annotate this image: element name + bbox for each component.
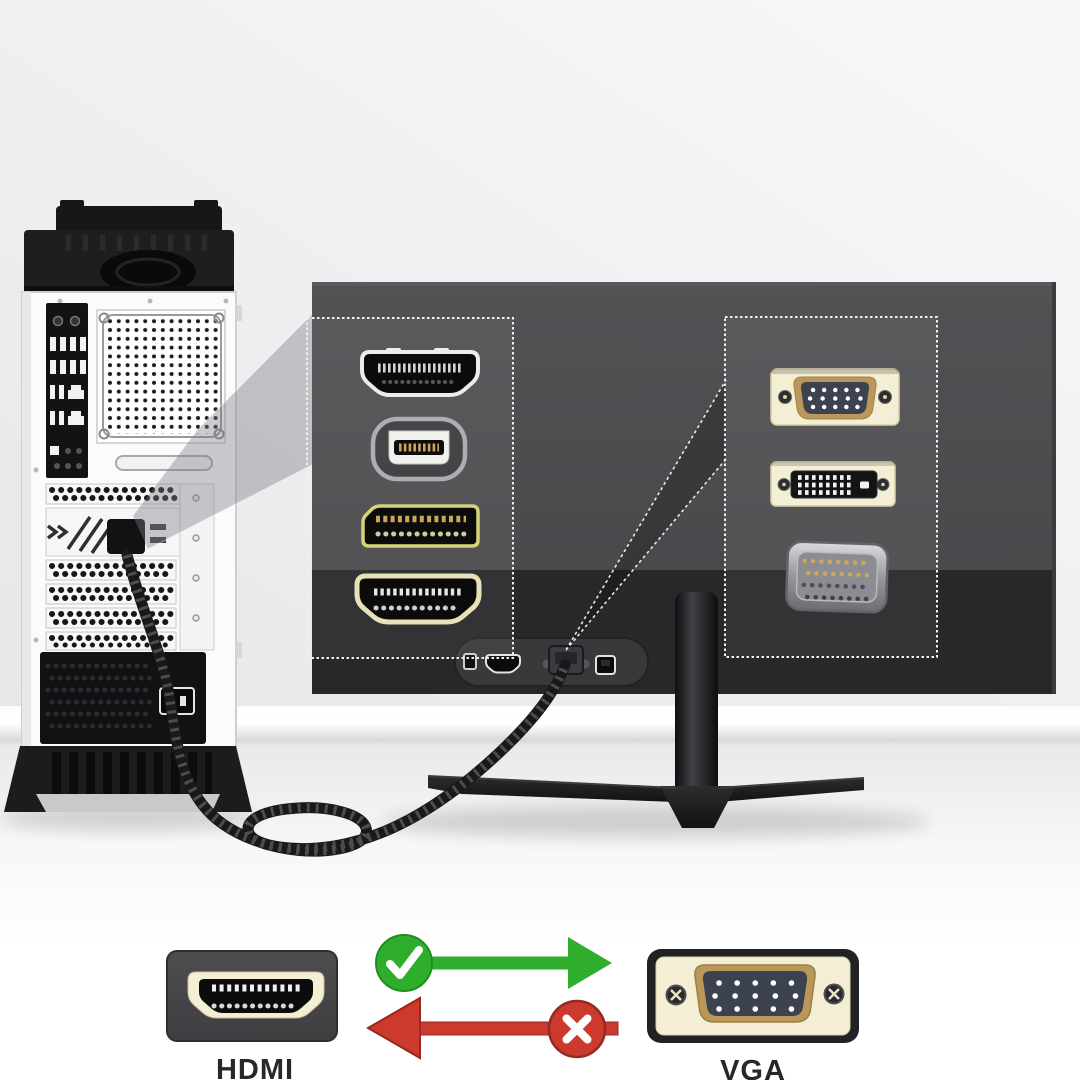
tower-psu xyxy=(40,652,206,744)
hdmi-connector-illustration xyxy=(166,950,338,1042)
gpu-hdmi-plug xyxy=(107,519,145,554)
dvi-port xyxy=(770,461,896,507)
hdmi-port xyxy=(360,348,480,397)
tower-io-panel xyxy=(46,303,88,478)
displayport-port xyxy=(361,504,480,548)
multipin-port xyxy=(785,540,889,614)
ethernet-port xyxy=(68,385,84,399)
tower-screws xyxy=(33,298,229,643)
tower-top-cap xyxy=(24,200,234,294)
zoom-wedge-leader-lines xyxy=(565,379,727,651)
usb-ports xyxy=(50,337,86,425)
stand-base-left-wing xyxy=(428,776,676,802)
hdmi-port-gold xyxy=(354,573,482,625)
tower-fan xyxy=(100,250,196,294)
hdmi-label: HDMI xyxy=(216,1054,294,1080)
monitor-stand xyxy=(427,592,865,828)
monitor-top-highlight xyxy=(312,282,1056,286)
hdmi-port xyxy=(485,654,521,674)
allowed-direction-arrow xyxy=(375,934,612,992)
stand-base-right-wing xyxy=(718,778,864,802)
monitor-ports-callout xyxy=(724,316,938,658)
mini-displayport-port xyxy=(370,416,468,482)
vga-port xyxy=(770,368,900,426)
hdmi-to-vga-cable xyxy=(121,549,571,857)
monitor-right-edge xyxy=(1052,282,1056,694)
vga-connector-illustration xyxy=(647,949,859,1043)
monitor-port-recess xyxy=(454,637,649,687)
zoom-beam xyxy=(133,314,312,549)
tower-slot-pill xyxy=(115,455,213,471)
monitor-shadow xyxy=(380,806,930,838)
source-ports-callout xyxy=(306,317,514,659)
stand-pillar xyxy=(675,592,718,804)
tower-base xyxy=(4,746,252,812)
blocked-direction-arrow xyxy=(365,996,619,1060)
vga-label: VGA xyxy=(720,1055,786,1080)
tower-vent-grille xyxy=(96,309,226,444)
stand-base-center xyxy=(660,786,736,828)
check-circle-icon xyxy=(375,934,433,992)
ethernet-port-2 xyxy=(68,411,84,425)
pc-tower xyxy=(4,200,252,812)
